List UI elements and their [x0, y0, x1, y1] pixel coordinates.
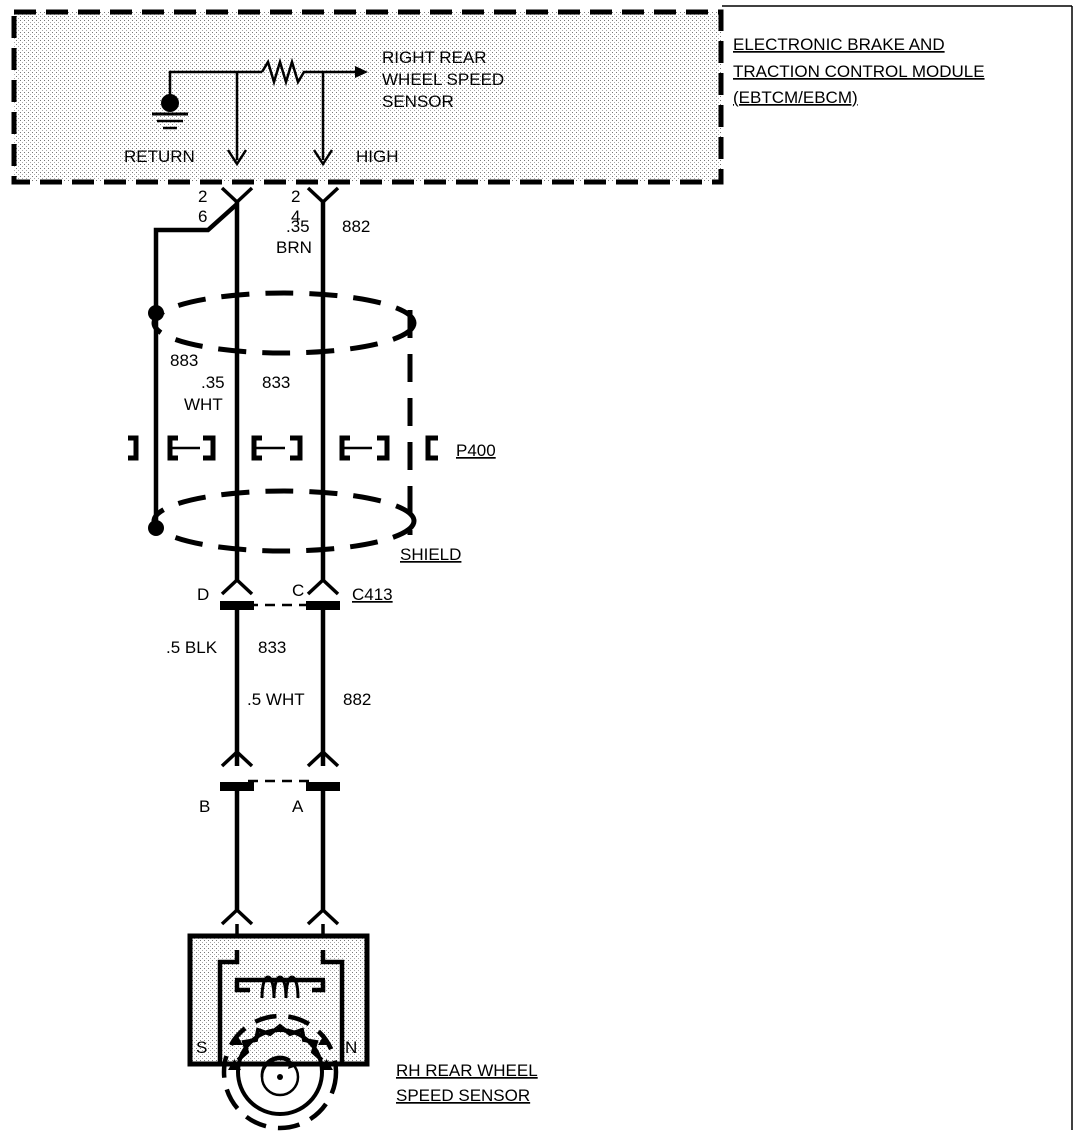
c413-label: C413: [352, 585, 393, 604]
lower-left-wire-circuit: 833: [258, 638, 286, 657]
lower-left-wire-gauge-color: .5 BLK: [166, 638, 218, 657]
high-pin-bottom: 4: [291, 207, 300, 226]
sensor-connector-pin-b: B: [199, 797, 210, 816]
lower-wires: [234, 610, 326, 912]
high-wire-gauge: .35: [286, 217, 310, 236]
internal-sensor-label-line-2: WHEEL SPEED: [382, 70, 504, 89]
sensor-connector-terminals: [220, 782, 340, 791]
sensor-connector-pin-a: A: [292, 797, 304, 816]
sensor-coil-icon: [260, 975, 300, 999]
p400-label: P400: [456, 441, 496, 460]
return-pin-bottom: 6: [198, 207, 207, 226]
module-title-line-1: ELECTRONIC BRAKE AND: [733, 35, 945, 54]
c413-pin-c: C: [292, 581, 304, 600]
drain-wire-883: [153, 202, 239, 528]
module-title-line-2: TRACTION CONTROL MODULE: [733, 62, 985, 81]
lower-right-wire-gauge-color: .5 WHT: [247, 690, 305, 709]
shield-label: SHIELD: [400, 545, 461, 564]
shield-cylinder: [151, 290, 417, 554]
return-pin-top: 2: [198, 187, 207, 206]
p400-splice-pack: [128, 435, 438, 461]
c413-connector: [220, 577, 340, 607]
lower-right-wire-circuit: 882: [343, 690, 371, 709]
sensor-triangle-markers: [228, 1034, 333, 1070]
sensor-pole-n: N: [345, 1038, 357, 1057]
high-wire-color: BRN: [276, 238, 312, 257]
ground-icon: [152, 94, 188, 130]
ebtcm-module-box: [11, 9, 724, 185]
c413-female-terminals: [220, 601, 340, 610]
sensor-pole-s: S: [196, 1038, 207, 1057]
module-connector: [220, 186, 340, 205]
module-title: ELECTRONIC BRAKE AND TRACTION CONTROL MO…: [733, 35, 985, 107]
return-wire-circuit: 833: [262, 373, 290, 392]
high-label: HIGH: [356, 147, 399, 166]
sensor-hub-dot: [277, 1074, 283, 1080]
internal-sensor-label-line-1: RIGHT REAR: [382, 48, 487, 67]
sensor-signal-arrow-icon: [355, 66, 368, 78]
module-title-line-3: (EBTCM/EBCM): [733, 88, 858, 107]
high-wire-circuit: 882: [342, 217, 370, 236]
return-label: RETURN: [124, 147, 195, 166]
c413-pin-d: D: [197, 585, 209, 604]
sensor-connector: [220, 749, 340, 783]
return-wire-gauge: .35: [201, 373, 225, 392]
return-wire-color: WHT: [184, 395, 223, 414]
drain-wire-circuit: 883: [170, 351, 198, 370]
module-internal-circuit: [168, 57, 355, 167]
reluctor-ring: [221, 1013, 339, 1131]
internal-sensor-label: RIGHT REAR WHEEL SPEED SENSOR: [382, 48, 504, 111]
internal-sensor-label-line-3: SENSOR: [382, 92, 454, 111]
sensor-label-line-1: RH REAR WHEEL: [396, 1061, 538, 1080]
rotation-arrow-icon: [288, 1060, 297, 1069]
wheel-speed-sensor: [187, 933, 370, 1131]
sensor-label: RH REAR WHEEL SPEED SENSOR: [396, 1061, 538, 1105]
sensor-label-line-2: SPEED SENSOR: [396, 1086, 530, 1105]
high-pin-top: 2: [291, 187, 300, 206]
